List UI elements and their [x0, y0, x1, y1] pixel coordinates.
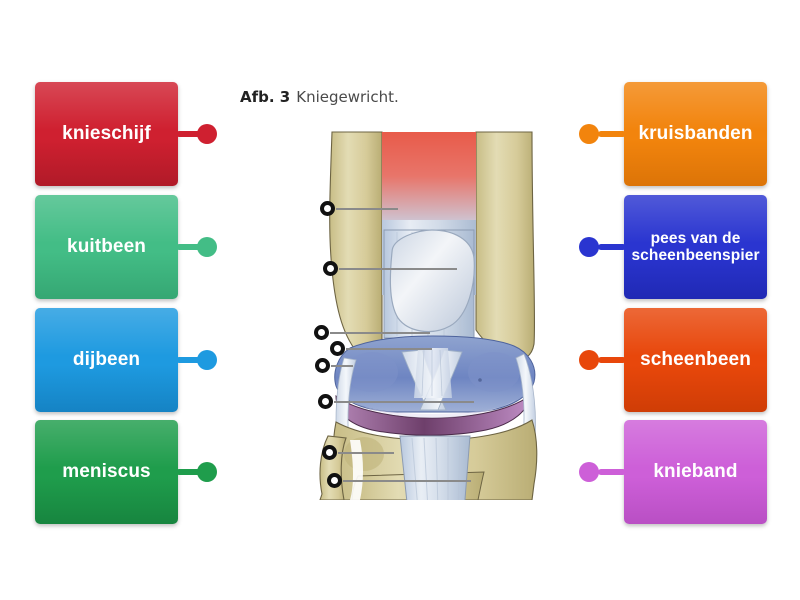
- leader-line-marker-3: [330, 332, 430, 334]
- label-text: scheenbeen: [640, 349, 751, 371]
- hotspot-marker-2[interactable]: [323, 261, 338, 276]
- label-box-knieschijf[interactable]: knieschijf: [35, 82, 178, 186]
- connector-line-kuitbeen: [176, 244, 202, 250]
- leader-line-marker-5: [331, 365, 353, 367]
- leader-line-marker-8: [343, 480, 471, 482]
- hotspot-marker-1[interactable]: [320, 201, 335, 216]
- figure-number: Afb. 3: [240, 88, 291, 106]
- knee-anatomy-svg: [319, 131, 538, 513]
- label-text: kruisbanden: [638, 123, 753, 145]
- label-text: meniscus: [62, 461, 151, 483]
- connector-line-knieband: [598, 469, 626, 475]
- leader-line-marker-2: [339, 268, 457, 270]
- label-text: dijbeen: [72, 349, 141, 371]
- connector-dot-pees-van-de-scheenbeenspier[interactable]: [579, 237, 599, 257]
- hotspot-marker-7[interactable]: [322, 445, 337, 460]
- label-box-pees-van-de-scheenbeenspier[interactable]: pees van de scheenbeenspier: [624, 195, 767, 299]
- connector-dot-knieband[interactable]: [579, 462, 599, 482]
- figure-title: Kniegewricht.: [296, 88, 399, 106]
- connector-line-kruisbanden: [598, 131, 626, 137]
- label-text: pees van de scheenbeenspier: [631, 229, 760, 264]
- hotspot-marker-5[interactable]: [315, 358, 330, 373]
- connector-line-scheenbeen: [598, 357, 626, 363]
- label-box-meniscus[interactable]: meniscus: [35, 420, 178, 524]
- hotspot-marker-4[interactable]: [330, 341, 345, 356]
- connector-line-knieschijf: [176, 131, 202, 137]
- label-box-scheenbeen[interactable]: scheenbeen: [624, 308, 767, 412]
- label-box-knieband[interactable]: knieband: [624, 420, 767, 524]
- leader-line-marker-6: [334, 401, 474, 403]
- label-text: knieschijf: [62, 123, 151, 145]
- connector-line-meniscus: [176, 469, 202, 475]
- label-box-kuitbeen[interactable]: kuitbeen: [35, 195, 178, 299]
- hotspot-marker-8[interactable]: [327, 473, 342, 488]
- connector-dot-meniscus[interactable]: [197, 462, 217, 482]
- connector-dot-kruisbanden[interactable]: [579, 124, 599, 144]
- connector-line-dijbeen: [176, 357, 202, 363]
- connector-dot-knieschijf[interactable]: [197, 124, 217, 144]
- label-box-kruisbanden[interactable]: kruisbanden: [624, 82, 767, 186]
- leader-line-marker-4: [346, 348, 432, 350]
- leader-line-marker-7: [338, 452, 394, 454]
- label-box-dijbeen[interactable]: dijbeen: [35, 308, 178, 412]
- hotspot-marker-6[interactable]: [318, 394, 333, 409]
- figure-caption: Afb. 3 Kniegewricht.: [240, 88, 399, 106]
- knee-joint-illustration: [232, 80, 572, 513]
- leader-line-marker-1: [336, 208, 398, 210]
- connector-dot-kuitbeen[interactable]: [197, 237, 217, 257]
- hotspot-marker-3[interactable]: [314, 325, 329, 340]
- connector-dot-scheenbeen[interactable]: [579, 350, 599, 370]
- label-text: knieband: [653, 461, 738, 483]
- connector-dot-dijbeen[interactable]: [197, 350, 217, 370]
- label-text: kuitbeen: [67, 236, 146, 258]
- connector-line-pees-van-de-scheenbeenspier: [598, 244, 626, 250]
